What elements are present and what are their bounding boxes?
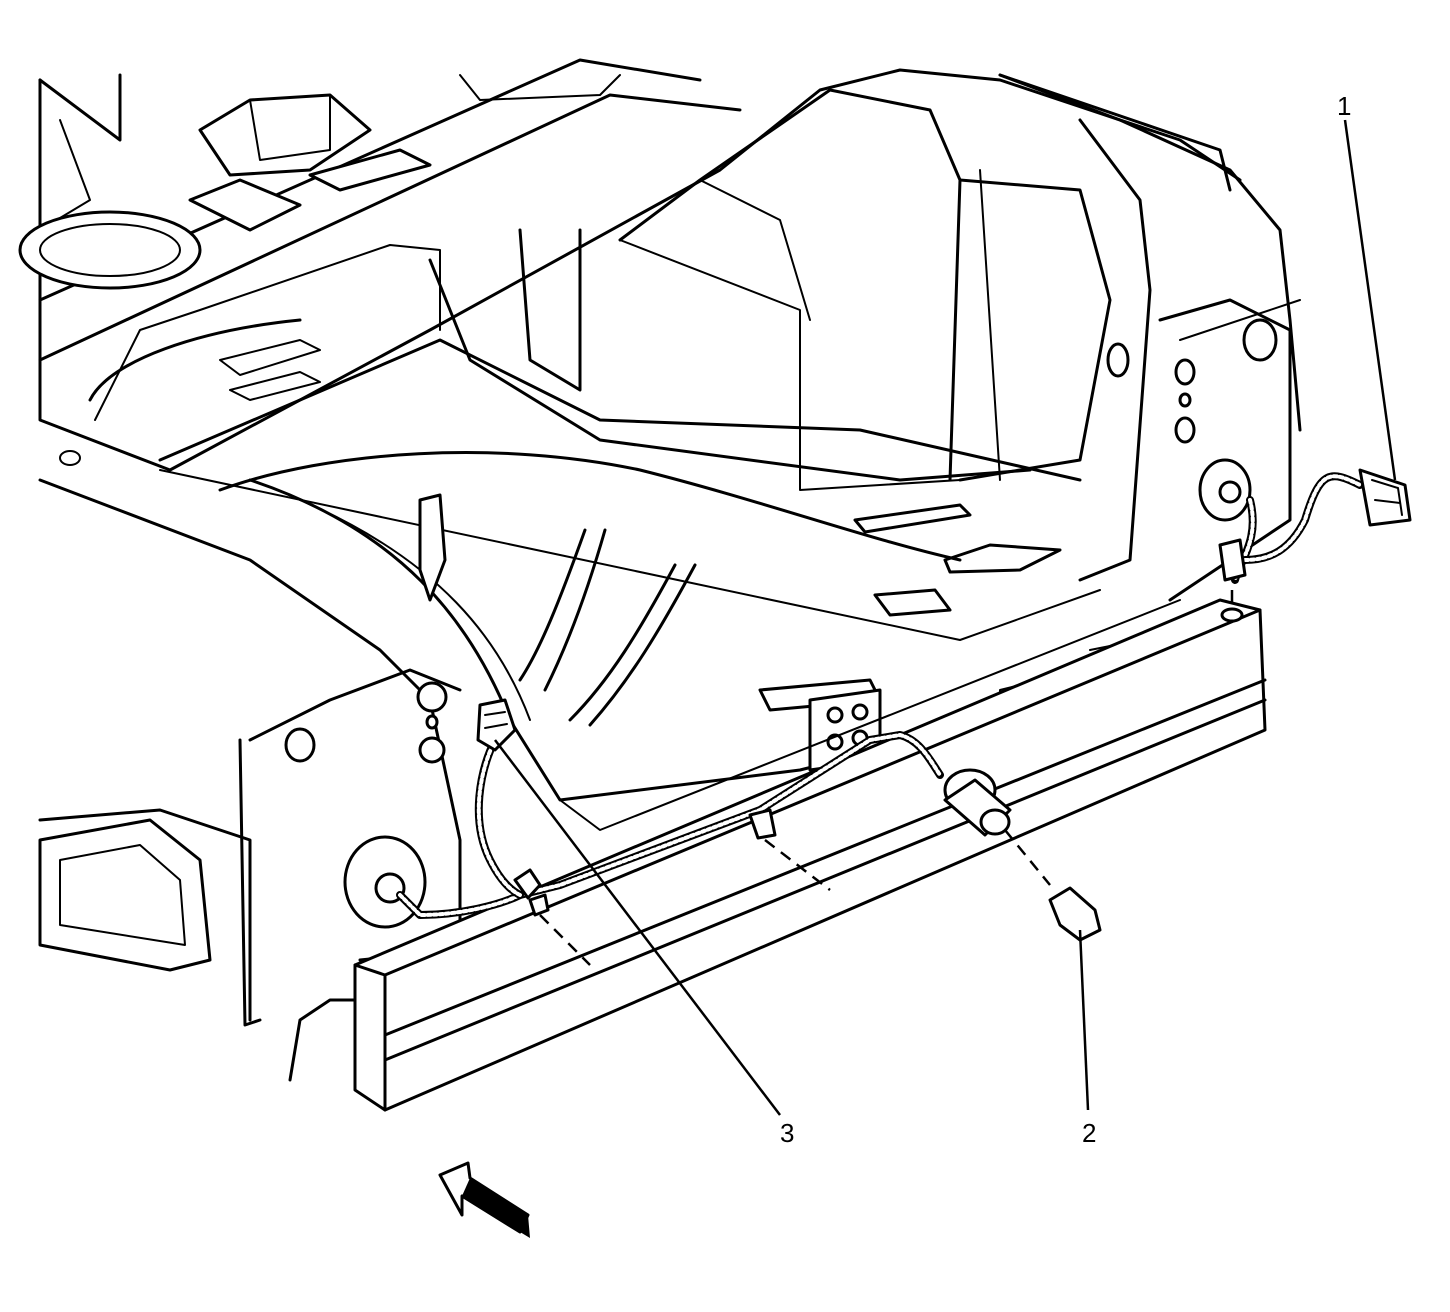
license-lamp-wiring-harness: [396, 472, 1364, 919]
license-lamp-bulb: [1048, 886, 1102, 942]
callout-1-label: 1: [1337, 91, 1351, 121]
left-harness-connector: [476, 698, 517, 752]
view-direction-arrow-icon: [438, 1161, 530, 1238]
callout-3-leader: [494, 739, 781, 1116]
callout-2-leader: [1078, 929, 1090, 1111]
callout-2-label: 2: [1082, 1118, 1096, 1148]
callout-3-label: 3: [780, 1118, 794, 1148]
package-shelf: [18, 58, 1242, 472]
harness-retainer-clips: [513, 538, 1247, 966]
body-harness-connector: [1358, 468, 1412, 527]
license-lamp-socket: [943, 768, 1051, 886]
left-quarter-panel: [38, 478, 462, 1082]
trunk-interior: [88, 88, 1112, 641]
rear-body-panel: [248, 478, 1151, 802]
rear-bumper-impact-bar: [353, 598, 1267, 1112]
callout-1-leader: [1343, 119, 1397, 481]
